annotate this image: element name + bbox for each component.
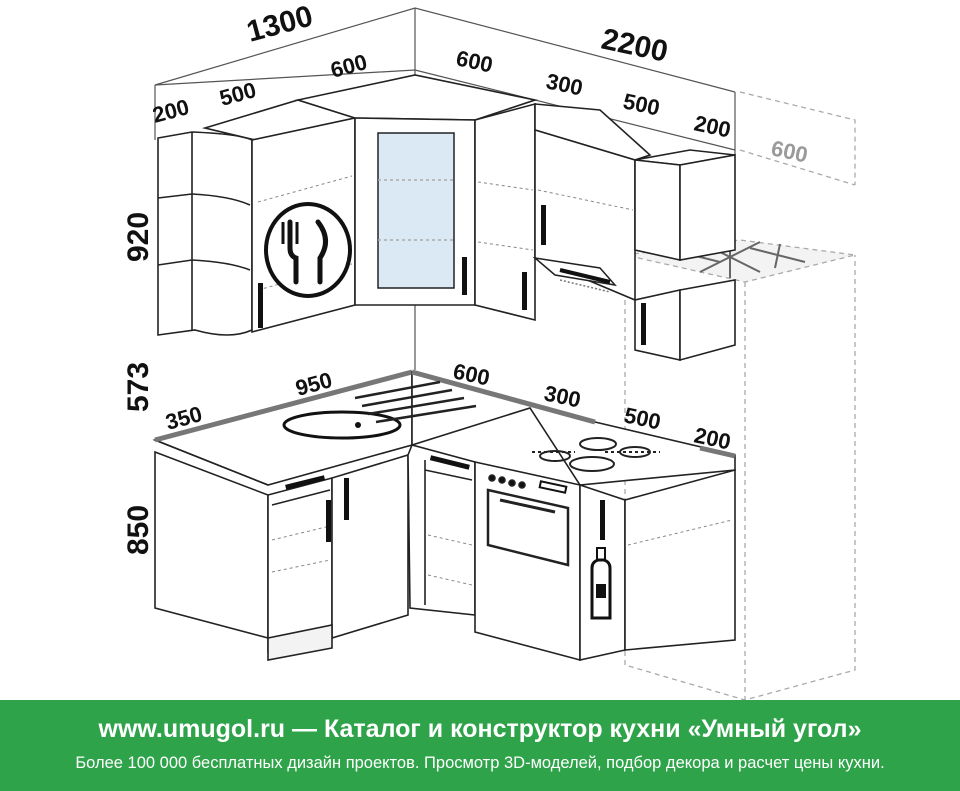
dim-gap-height: 573 <box>122 362 155 412</box>
range-hood <box>532 256 617 293</box>
dim-fridge: 600 <box>769 135 810 167</box>
dimension-labels: 1300 2200 200 500 600 600 300 500 200 60… <box>122 0 810 555</box>
dim-upper-left-3: 600 <box>328 49 370 83</box>
cutlery-icon <box>264 202 352 298</box>
base-cabinet-left <box>154 450 409 661</box>
dim-upper-left-2: 500 <box>217 77 259 111</box>
base-cabinet-corner <box>407 444 476 616</box>
banner-title-link[interactable]: www.umugol.ru — Каталог и конструктор ку… <box>98 715 862 743</box>
bottle-icon <box>590 547 612 620</box>
sink-icon <box>282 410 402 440</box>
kitchen-diagram: 1300 2200 200 500 600 600 300 500 200 60… <box>122 0 856 700</box>
open-shelf-unit <box>157 131 253 336</box>
dim-upper-right-3: 500 <box>621 88 662 120</box>
dim-base-height: 850 <box>122 505 155 555</box>
upper-cabinet-right <box>474 102 652 322</box>
dim-top-right: 2200 <box>599 23 671 69</box>
cooktop-icon <box>532 437 660 472</box>
dim-upper-right-1: 600 <box>454 45 495 77</box>
dim-upper-left-1: 200 <box>150 94 192 128</box>
dim-top-left: 1300 <box>243 0 316 49</box>
dim-upper-right-2: 300 <box>544 68 585 100</box>
banner-subtitle: Более 100 000 бесплатных дизайн проектов… <box>75 754 885 772</box>
upper-corner-glass-cabinet <box>294 74 539 306</box>
dim-upper-right-4: 200 <box>692 110 733 142</box>
upper-end-cabinet <box>634 149 736 362</box>
promo-banner: www.umugol.ru — Каталог и конструктор ку… <box>0 700 960 791</box>
drainboard-icon <box>354 380 477 424</box>
countertop-right <box>411 369 736 486</box>
kitchen-drawing: 1300 2200 200 500 600 600 300 500 200 60… <box>122 0 856 700</box>
dim-upper-height: 920 <box>122 212 155 262</box>
oven-cabinet <box>474 461 581 662</box>
room-outline <box>154 7 736 370</box>
